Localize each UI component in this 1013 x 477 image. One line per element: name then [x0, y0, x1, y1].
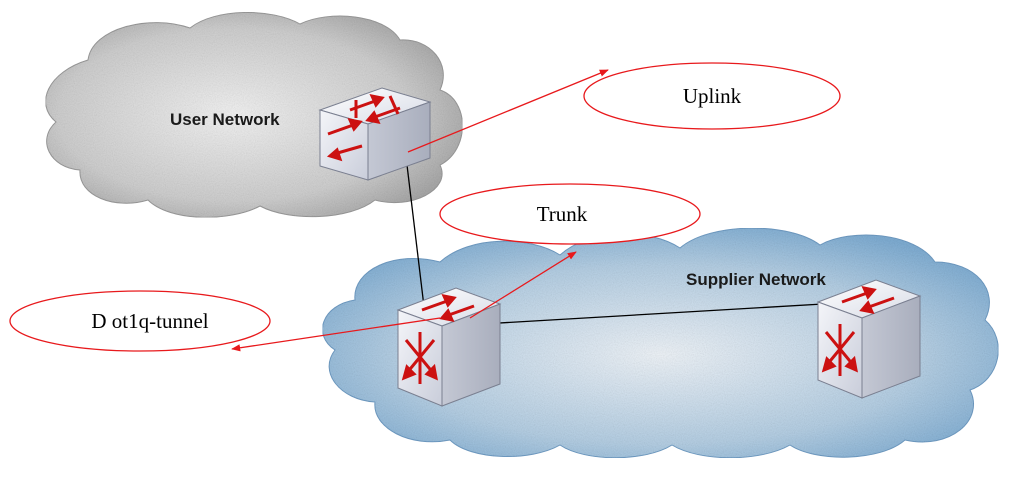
uplink-label: Uplink — [683, 84, 742, 108]
user-to-core-link — [406, 164, 426, 316]
user-network-label: User Network — [170, 110, 280, 129]
dot1q-tunnel-callout: D ot1q-tunnel — [9, 290, 271, 352]
dot1q-callout-arrow — [231, 317, 441, 352]
uplink-callout: Uplink — [583, 62, 841, 130]
supplier-network-label: Supplier Network — [686, 270, 826, 289]
user-switch-icon — [318, 87, 432, 181]
dot1q-tunnel-label: D ot1q-tunnel — [91, 309, 208, 333]
core-to-core-link — [464, 302, 841, 326]
core-switch-right-icon — [816, 279, 922, 399]
trunk-callout-arrow — [469, 251, 577, 319]
uplink-callout-arrow — [407, 69, 609, 153]
trunk-label: Trunk — [537, 202, 588, 226]
core-switch-left-icon — [396, 287, 502, 407]
trunk-callout: Trunk — [439, 183, 701, 245]
